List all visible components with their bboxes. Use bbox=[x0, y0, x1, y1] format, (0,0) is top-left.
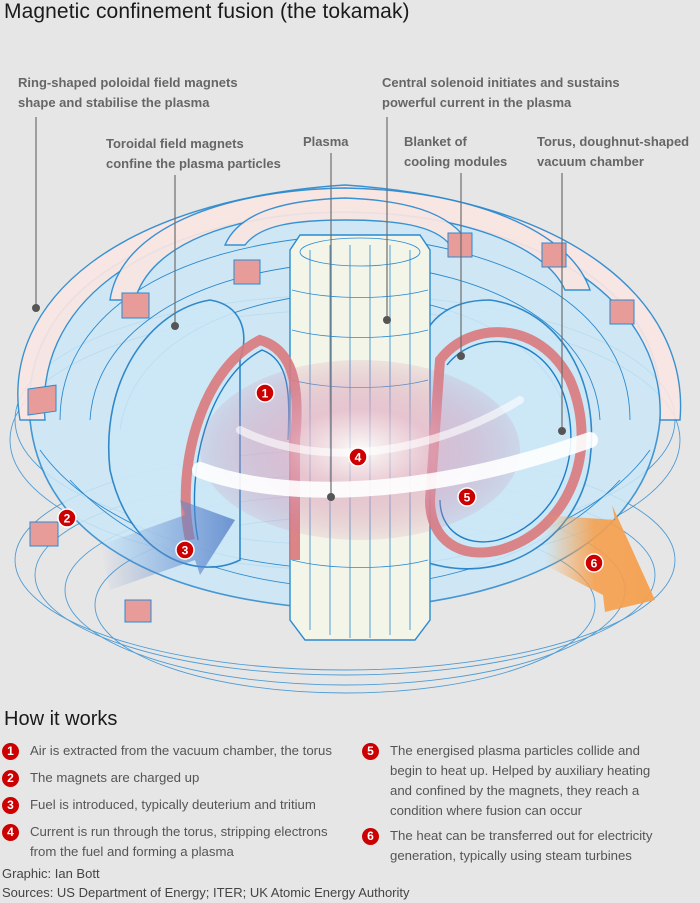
step-number-badge: 6 bbox=[362, 828, 379, 845]
step-1: 1 Air is extracted from the vacuum chamb… bbox=[2, 741, 362, 761]
marker-2: 2 bbox=[57, 508, 77, 528]
svg-text:2: 2 bbox=[64, 512, 71, 526]
step-number-badge: 5 bbox=[362, 743, 379, 760]
step-text: The magnets are charged up bbox=[30, 770, 200, 785]
step-5: 5 The energised plasma particles collide… bbox=[362, 741, 698, 821]
callout-blanket: Blanket of cooling modules bbox=[404, 134, 508, 169]
marker-6: 6 bbox=[584, 553, 604, 573]
step-number-badge: 2 bbox=[2, 770, 19, 787]
step-6: 6 The heat can be transferred out for el… bbox=[362, 826, 698, 866]
callout-torus: Torus, doughnut-shaped vacuum chamber bbox=[537, 134, 690, 169]
callout-plasma: Plasma bbox=[303, 134, 349, 149]
step-number-badge: 3 bbox=[2, 797, 19, 814]
step-4: 4 Current is run through the torus, stri… bbox=[2, 822, 362, 862]
callout-poloidal-magnets: Ring-shaped poloidal field magnets shape… bbox=[18, 75, 238, 110]
svg-text:3: 3 bbox=[182, 544, 189, 558]
sources-credit: Sources: US Department of Energy; ITER; … bbox=[2, 885, 410, 900]
step-text: Fuel is introduced, typically deuterium … bbox=[30, 797, 316, 812]
step-text: Current is run through the torus, stripp… bbox=[30, 824, 328, 859]
svg-text:4: 4 bbox=[355, 451, 362, 465]
how-it-works-title: How it works bbox=[4, 708, 118, 730]
callout-central-solenoid: Central solenoid initiates and sustains … bbox=[382, 75, 620, 110]
marker-4: 4 bbox=[348, 447, 368, 467]
marker-1: 1 bbox=[255, 383, 275, 403]
step-text: Air is extracted from the vacuum chamber… bbox=[30, 743, 332, 758]
poloidal-magnet-blocks bbox=[27, 232, 635, 623]
fuel-arrow bbox=[100, 500, 235, 590]
step-3: 3 Fuel is introduced, typically deuteriu… bbox=[2, 795, 362, 815]
svg-text:6: 6 bbox=[591, 557, 598, 571]
step-2: 2 The magnets are charged up bbox=[2, 768, 362, 788]
step-number-badge: 1 bbox=[2, 743, 19, 760]
poloidal-field-magnets bbox=[17, 184, 682, 421]
svg-text:5: 5 bbox=[464, 491, 471, 505]
step-text: The heat can be transferred out for elec… bbox=[390, 828, 653, 863]
tokamak-diagram: 1 2 3 4 5 6 bbox=[9, 117, 682, 694]
step-number-badge: 4 bbox=[2, 824, 19, 841]
leader-lines bbox=[32, 117, 566, 501]
marker-3: 3 bbox=[175, 540, 195, 560]
page-title: Magnetic confinement fusion (the tokamak… bbox=[4, 0, 410, 23]
step-text: The energised plasma particles collide a… bbox=[390, 743, 651, 818]
svg-text:1: 1 bbox=[262, 387, 269, 401]
callout-toroidal-magnets: Toroidal field magnets confine the plasm… bbox=[106, 136, 281, 171]
marker-5: 5 bbox=[457, 487, 477, 507]
graphic-credit: Graphic: Ian Bott bbox=[2, 866, 100, 881]
